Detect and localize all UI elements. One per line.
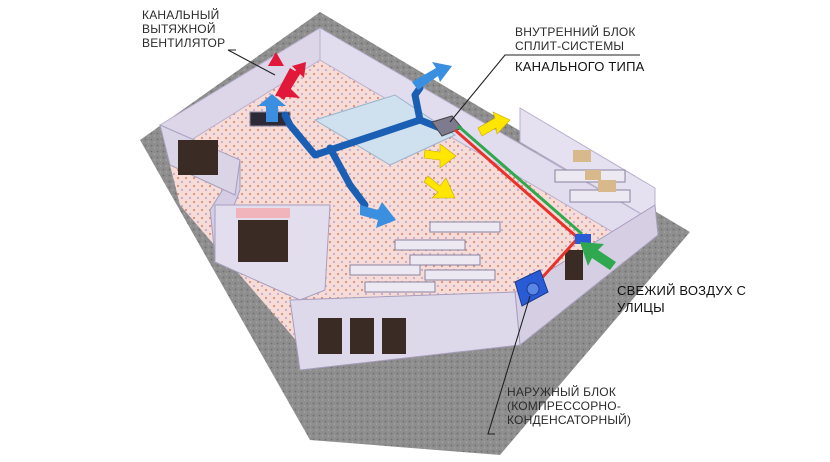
exhaust-fan-line-1: КАНАЛЬНЫЙ — [142, 8, 220, 22]
window-cafe — [178, 140, 218, 175]
label-exhaust-fan: КАНАЛЬНЫЙ ВЫТЯЖНОЙ ВЕНТИЛЯТОР — [142, 8, 225, 50]
fresh-air-arrow — [580, 242, 616, 270]
fresh-air-line-2: УЛИЦЫ — [617, 300, 665, 315]
indoor-unit-line-2: СПЛИТ-СИСТЕМЫ — [515, 39, 625, 53]
fan-intake-arrow — [412, 62, 452, 90]
label-indoor-unit: ВНУТРЕННИЙ БЛОК СПЛИТ-СИСТЕМЫ — [515, 25, 636, 53]
window-front-3 — [382, 318, 406, 354]
exhaust-fan-line-2: ВЫТЯЖНОЙ — [142, 22, 216, 36]
furniture — [249, 111, 631, 293]
outdoor-unit-line-1: НАРУЖНЫЙ БЛОК — [507, 385, 617, 399]
intake-arrow-up — [258, 94, 286, 122]
exhaust-arrow-red — [278, 62, 306, 100]
leader-lines — [227, 49, 640, 435]
outdoor-unit — [514, 269, 549, 307]
label-fresh-air: СВЕЖИЙ ВОЗДУХ С УЛИЦЫ — [617, 282, 746, 316]
window-front-2 — [350, 318, 374, 354]
indoor-unit-line-1: ВНУТРЕННИЙ БЛОК — [515, 25, 636, 39]
box-3 — [585, 170, 601, 180]
refrigerant-line-green — [457, 124, 583, 236]
supply-arrow-left — [360, 202, 396, 228]
label-indoor-unit-type: КАНАЛЬНОГО ТИПА — [515, 58, 644, 75]
box-1 — [573, 150, 591, 162]
window-left — [238, 220, 288, 262]
exhaust-fan-line-3: ВЕНТИЛЯТОР — [142, 36, 226, 50]
window-right-wall — [565, 250, 583, 280]
awning — [236, 208, 290, 218]
indoor-unit-line-3: КАНАЛЬНОГО ТИПА — [515, 59, 645, 74]
label-outdoor-unit: НАРУЖНЫЙ БЛОК (КОМПРЕССОРНО- КОНДЕНСАТОР… — [507, 385, 631, 427]
box-2 — [598, 180, 616, 192]
fresh-air-line-1: СВЕЖИЙ ВОЗДУХ С — [617, 283, 747, 298]
outdoor-unit-line-2: (КОМПРЕССОРНО- — [507, 399, 622, 413]
outdoor-unit-line-3: КОНДЕНСАТОРНЫЙ) — [507, 413, 632, 427]
return-air-arrows — [423, 111, 511, 199]
window-front-1 — [318, 318, 342, 354]
fresh-air-grille — [575, 234, 591, 244]
supply-duct — [281, 84, 444, 209]
